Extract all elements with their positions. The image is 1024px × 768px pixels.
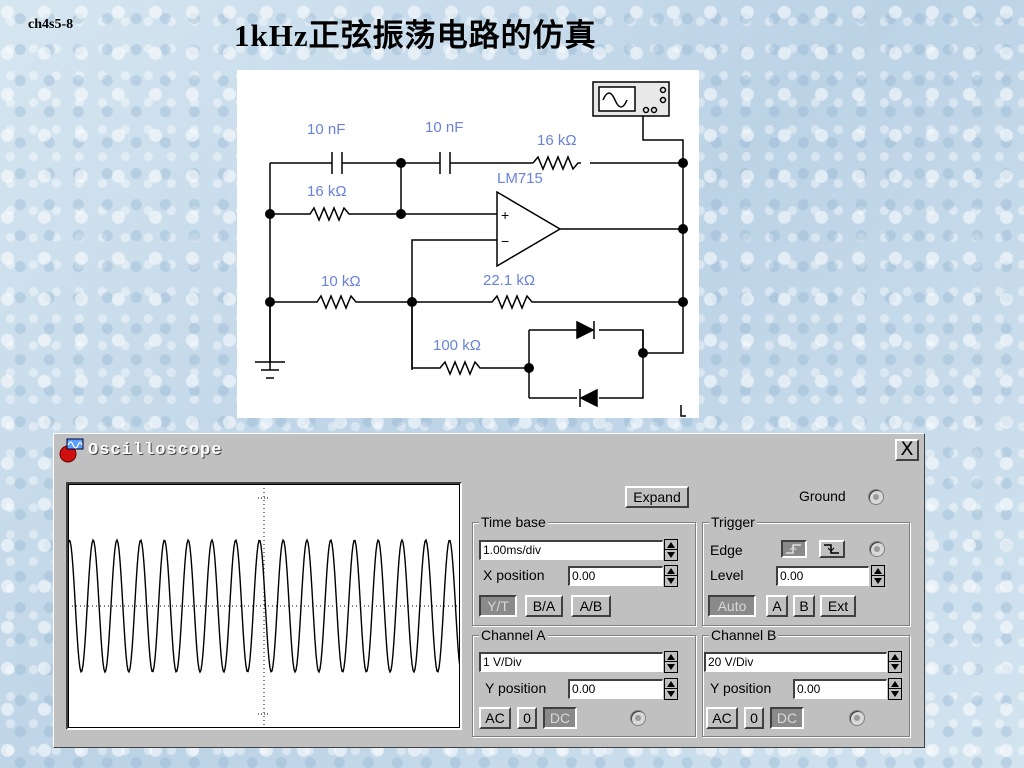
r-mid-label: 16 kΩ bbox=[307, 183, 347, 200]
circuit-schematic: 10 nF 10 nF 16 kΩ 16 kΩ LM715 + − 10 kΩ … bbox=[237, 70, 699, 418]
mode-ab-button[interactable]: A/B bbox=[571, 595, 611, 617]
channel-a-zero-button[interactable]: 0 bbox=[517, 707, 537, 729]
channel-b-title: Channel B bbox=[709, 627, 779, 643]
trigger-b-button[interactable]: B bbox=[793, 595, 815, 617]
ground-label: Ground bbox=[799, 488, 846, 504]
scope-screen bbox=[66, 482, 462, 730]
edge-radio-icon[interactable] bbox=[869, 541, 885, 557]
trigger-group: Trigger bbox=[702, 514, 910, 626]
level-label: Level bbox=[710, 567, 744, 583]
falling-edge-icon[interactable] bbox=[819, 540, 845, 558]
ground-radio-icon[interactable] bbox=[868, 489, 884, 505]
mode-yt-button[interactable]: Y/T bbox=[479, 595, 517, 617]
channel-b-zero-button[interactable]: 0 bbox=[744, 707, 764, 729]
channel-b-scale-spinner-icon[interactable] bbox=[888, 651, 902, 673]
waveform-svg bbox=[68, 484, 460, 728]
xpos-label: X position bbox=[483, 567, 545, 583]
channel-b-ypos-field[interactable]: 0.00 bbox=[793, 679, 887, 699]
xpos-field[interactable]: 0.00 bbox=[568, 566, 663, 586]
trigger-a-button[interactable]: A bbox=[766, 595, 788, 617]
channel-a-scale-spinner-icon[interactable] bbox=[664, 651, 678, 673]
trigger-auto-button[interactable]: Auto bbox=[708, 595, 756, 617]
oscilloscope-symbol-icon bbox=[592, 81, 670, 117]
channel-a-title: Channel A bbox=[479, 627, 548, 643]
slide-id: ch4s5-8 bbox=[28, 17, 74, 32]
close-icon[interactable]: X bbox=[895, 439, 919, 461]
r-gnd-label: 10 kΩ bbox=[321, 273, 361, 290]
channel-b-ypos-spinner-icon[interactable] bbox=[888, 678, 902, 700]
channel-b-group: Channel B bbox=[702, 627, 910, 737]
c1-label: 10 nF bbox=[307, 121, 345, 138]
titlebar[interactable]: Oscilloscope X bbox=[56, 436, 922, 464]
r-diode-label: 100 kΩ bbox=[433, 337, 481, 354]
channel-a-group: Channel A bbox=[472, 627, 696, 737]
trigger-title: Trigger bbox=[709, 514, 757, 530]
channel-b-radio-icon[interactable] bbox=[849, 710, 865, 726]
c2-label: 10 nF bbox=[425, 119, 463, 136]
oscilloscope-app-icon bbox=[59, 438, 84, 463]
opamp-label: LM715 bbox=[497, 170, 543, 187]
ground-icon bbox=[255, 302, 285, 379]
opamp-minus: − bbox=[501, 233, 509, 249]
schematic-svg: 10 nF 10 nF 16 kΩ 16 kΩ LM715 + − 10 kΩ … bbox=[255, 81, 688, 417]
channel-b-scale-field[interactable]: 20 V/Div bbox=[704, 652, 887, 672]
channel-a-ac-button[interactable]: AC bbox=[479, 707, 511, 729]
channel-a-ypos-field[interactable]: 0.00 bbox=[568, 679, 663, 699]
channel-a-ypos-label: Y position bbox=[485, 680, 547, 696]
level-field[interactable]: 0.00 bbox=[776, 566, 869, 586]
edge-label: Edge bbox=[710, 542, 743, 558]
channel-b-dc-button[interactable]: DC bbox=[770, 707, 804, 729]
timebase-spinner-icon[interactable] bbox=[664, 539, 678, 561]
r-fb-label: 22.1 kΩ bbox=[483, 272, 535, 289]
slide-title: 1kHz正弦振荡电路的仿真 bbox=[234, 18, 597, 53]
level-spinner-icon[interactable] bbox=[871, 565, 885, 587]
timebase-title: Time base bbox=[479, 514, 548, 530]
rising-edge-icon[interactable] bbox=[781, 540, 807, 558]
r-top-label: 16 kΩ bbox=[537, 132, 577, 149]
channel-a-scale-field[interactable]: 1 V/Div bbox=[479, 652, 663, 672]
channel-a-trace bbox=[68, 538, 460, 674]
timebase-group: Time base bbox=[472, 514, 696, 626]
opamp-plus: + bbox=[501, 207, 509, 223]
channel-b-ac-button[interactable]: AC bbox=[706, 707, 738, 729]
channel-a-radio-icon[interactable] bbox=[630, 710, 646, 726]
trigger-ext-button[interactable]: Ext bbox=[820, 595, 856, 617]
timebase-field[interactable]: 1.00ms/div bbox=[479, 540, 663, 560]
expand-button[interactable]: Expand bbox=[625, 486, 689, 508]
channel-a-ypos-spinner-icon[interactable] bbox=[664, 678, 678, 700]
channel-a-dc-button[interactable]: DC bbox=[543, 707, 577, 729]
xpos-spinner-icon[interactable] bbox=[664, 565, 678, 587]
channel-b-ypos-label: Y position bbox=[710, 680, 772, 696]
oscilloscope-window: Oscilloscope X Expand Ground Time base 1… bbox=[53, 433, 925, 748]
window-title: Oscilloscope bbox=[88, 441, 223, 460]
mode-ba-button[interactable]: B/A bbox=[525, 595, 563, 617]
